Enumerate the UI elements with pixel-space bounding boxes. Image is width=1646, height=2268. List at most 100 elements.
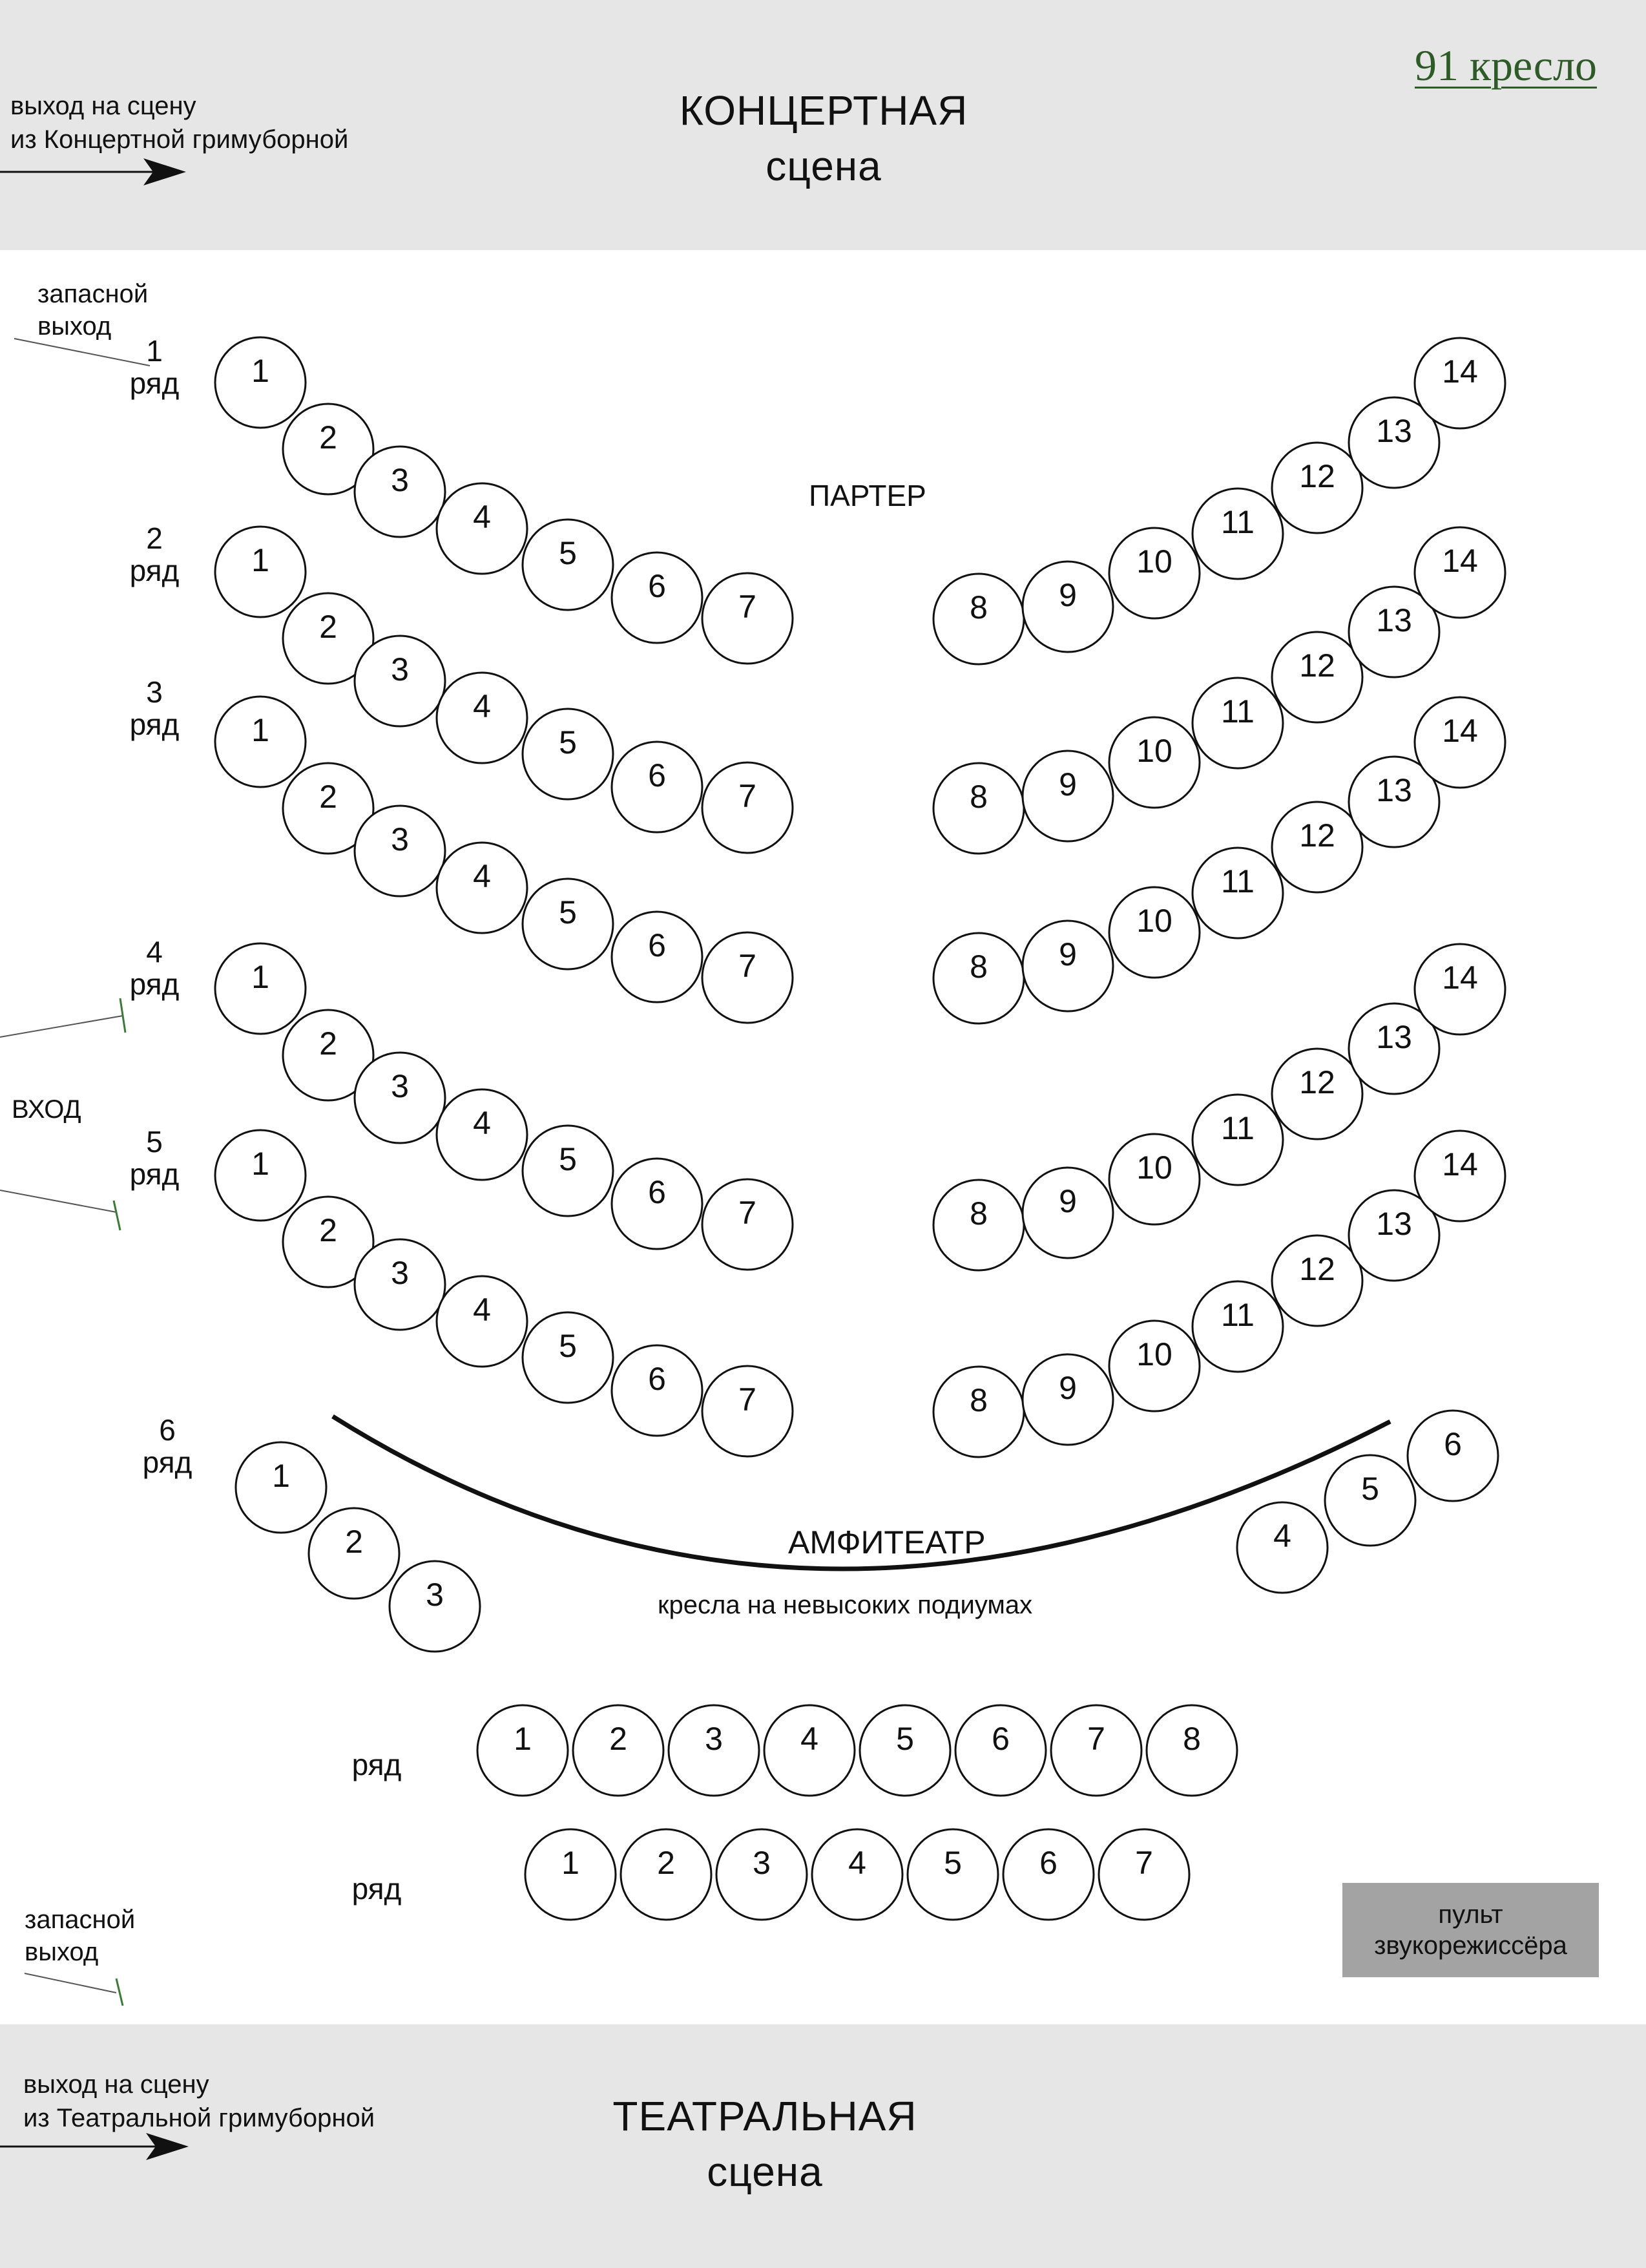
seat-row2-7[interactable]: 7: [701, 761, 794, 854]
seat-row4-11[interactable]: 11: [1191, 1093, 1284, 1186]
seat-circle[interactable]: [1413, 337, 1506, 430]
seat-row1-3[interactable]: 3: [353, 445, 446, 538]
seat-back-a-4[interactable]: 4: [763, 1704, 856, 1797]
seat-circle[interactable]: [811, 1828, 904, 1921]
seat-row1-13[interactable]: 13: [1348, 396, 1441, 489]
seat-circle[interactable]: [524, 1828, 617, 1921]
seat-circle[interactable]: [572, 1704, 665, 1797]
seat-circle[interactable]: [282, 762, 375, 855]
seat-circle[interactable]: [1413, 526, 1506, 619]
seat-circle[interactable]: [214, 525, 307, 618]
seat-row5-9[interactable]: 9: [1021, 1353, 1114, 1446]
seat-circle[interactable]: [859, 1704, 952, 1797]
seat-row4-10[interactable]: 10: [1108, 1133, 1201, 1226]
seat-back-a-5[interactable]: 5: [859, 1704, 952, 1797]
seat-circle[interactable]: [435, 671, 528, 764]
seat-row4-2[interactable]: 2: [282, 1009, 375, 1102]
seat-circle[interactable]: [476, 1704, 569, 1797]
seat-row5-3[interactable]: 3: [353, 1238, 446, 1331]
seat-circle[interactable]: [1145, 1704, 1238, 1797]
seat-circle[interactable]: [521, 708, 614, 801]
seat-circle[interactable]: [521, 1124, 614, 1217]
seat-row4-4[interactable]: 4: [435, 1088, 528, 1181]
seat-row3-2[interactable]: 2: [282, 762, 375, 855]
seat-row4-14[interactable]: 14: [1413, 943, 1506, 1036]
seat-row1-12[interactable]: 12: [1271, 441, 1364, 534]
seat-row2-3[interactable]: 3: [353, 635, 446, 728]
seat-row5-5[interactable]: 5: [521, 1311, 614, 1404]
seat-circle[interactable]: [214, 942, 307, 1035]
seat-row3-6[interactable]: 6: [610, 910, 703, 1003]
seat-circle[interactable]: [1021, 1166, 1114, 1259]
seat-row2-10[interactable]: 10: [1108, 716, 1201, 809]
seat-row6-4[interactable]: 4: [1236, 1501, 1329, 1594]
seat-row3-4[interactable]: 4: [435, 841, 528, 934]
seat-circle[interactable]: [282, 403, 375, 496]
seat-row2-8[interactable]: 8: [932, 762, 1025, 855]
seat-circle[interactable]: [1271, 801, 1364, 894]
seat-row2-13[interactable]: 13: [1348, 585, 1441, 678]
seat-circle[interactable]: [1191, 677, 1284, 770]
seat-circle[interactable]: [610, 1157, 703, 1250]
seat-row5-14[interactable]: 14: [1413, 1129, 1506, 1223]
seat-row5-8[interactable]: 8: [932, 1365, 1025, 1458]
seat-row1-1[interactable]: 1: [214, 336, 307, 429]
seat-row1-11[interactable]: 11: [1191, 487, 1284, 580]
seat-row3-14[interactable]: 14: [1413, 696, 1506, 789]
seat-circle[interactable]: [435, 841, 528, 934]
seat-row5-12[interactable]: 12: [1271, 1234, 1364, 1327]
seat-circle[interactable]: [1348, 585, 1441, 678]
seat-circle[interactable]: [1236, 1501, 1329, 1594]
seat-circle[interactable]: [667, 1704, 760, 1797]
seat-row1-14[interactable]: 14: [1413, 337, 1506, 430]
seat-row2-1[interactable]: 1: [214, 525, 307, 618]
seat-circle[interactable]: [1098, 1828, 1191, 1921]
seat-row3-10[interactable]: 10: [1108, 886, 1201, 979]
seat-row1-10[interactable]: 10: [1108, 527, 1201, 620]
seat-row5-11[interactable]: 11: [1191, 1280, 1284, 1373]
seat-circle[interactable]: [353, 635, 446, 728]
seat-circle[interactable]: [1108, 1133, 1201, 1226]
seat-circle[interactable]: [1271, 631, 1364, 724]
seat-back-b-2[interactable]: 2: [620, 1828, 713, 1921]
seat-circle[interactable]: [214, 695, 307, 788]
seat-circle[interactable]: [763, 1704, 856, 1797]
seat-row3-13[interactable]: 13: [1348, 755, 1441, 848]
seat-circle[interactable]: [521, 518, 614, 611]
seat-row3-3[interactable]: 3: [353, 804, 446, 898]
seat-row2-11[interactable]: 11: [1191, 677, 1284, 770]
seat-circle[interactable]: [1021, 560, 1114, 653]
seat-row1-9[interactable]: 9: [1021, 560, 1114, 653]
seat-back-b-4[interactable]: 4: [811, 1828, 904, 1921]
seat-circle[interactable]: [610, 1344, 703, 1437]
seat-circle[interactable]: [1348, 1189, 1441, 1282]
seat-back-b-5[interactable]: 5: [906, 1828, 999, 1921]
seat-row4-9[interactable]: 9: [1021, 1166, 1114, 1259]
seat-circle[interactable]: [1271, 441, 1364, 534]
seat-circle[interactable]: [1348, 1002, 1441, 1095]
seat-row3-7[interactable]: 7: [701, 931, 794, 1024]
seat-row4-3[interactable]: 3: [353, 1051, 446, 1144]
seat-circle[interactable]: [1108, 527, 1201, 620]
seat-row5-7[interactable]: 7: [701, 1365, 794, 1458]
seat-back-a-3[interactable]: 3: [667, 1704, 760, 1797]
seat-circle[interactable]: [214, 1129, 307, 1222]
seat-circle[interactable]: [214, 336, 307, 429]
seat-row1-8[interactable]: 8: [932, 572, 1025, 666]
seat-circle[interactable]: [620, 1828, 713, 1921]
seat-circle[interactable]: [1348, 755, 1441, 848]
seat-circle[interactable]: [610, 910, 703, 1003]
seat-row3-12[interactable]: 12: [1271, 801, 1364, 894]
seat-circle[interactable]: [1324, 1454, 1417, 1547]
seat-row4-12[interactable]: 12: [1271, 1047, 1364, 1140]
seat-circle[interactable]: [1191, 1093, 1284, 1186]
seat-circle[interactable]: [701, 761, 794, 854]
seat-row5-10[interactable]: 10: [1108, 1319, 1201, 1412]
seat-row4-7[interactable]: 7: [701, 1178, 794, 1271]
seat-circle[interactable]: [906, 1828, 999, 1921]
seat-row6-3[interactable]: 3: [388, 1560, 481, 1653]
seat-row6-2[interactable]: 2: [307, 1507, 401, 1600]
seat-row3-1[interactable]: 1: [214, 695, 307, 788]
seat-circle[interactable]: [388, 1560, 481, 1653]
seat-circle[interactable]: [353, 1238, 446, 1331]
